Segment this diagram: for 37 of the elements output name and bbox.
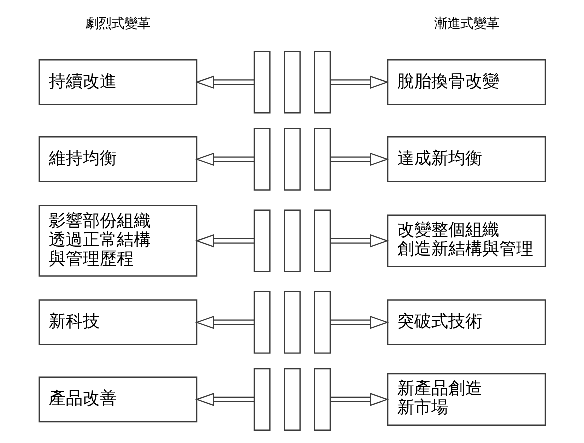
node-box: 持續改進	[38, 59, 198, 106]
node-box: 達成新均衡	[386, 136, 546, 182]
node-bar	[284, 291, 300, 354]
node-bar	[314, 368, 331, 432]
node-bar	[284, 210, 300, 272]
node-bar	[284, 128, 300, 191]
arrow	[194, 316, 254, 330]
arrow	[194, 76, 254, 90]
node-bar	[284, 51, 300, 114]
node-bar	[314, 291, 331, 354]
node-box: 突破式技術	[386, 300, 546, 346]
arrow	[194, 152, 254, 166]
node-bar	[253, 368, 270, 432]
node-box: 產品改善	[38, 376, 198, 423]
node-box: 維持均衡	[38, 136, 198, 182]
arrow	[330, 316, 389, 330]
label: 劇烈式變革	[85, 16, 150, 32]
node-box: 影響部份組織透過正常結構與管理歷程	[38, 205, 198, 277]
node-bar	[284, 368, 300, 432]
node-box: 新科技	[38, 300, 198, 346]
node-bar	[253, 210, 270, 272]
arrow	[330, 152, 389, 166]
arrow	[330, 76, 389, 90]
arrow	[330, 234, 389, 248]
node-bar	[314, 128, 331, 191]
node-box: 改變整個組織創造新結構與管理	[386, 214, 546, 268]
arrow	[194, 393, 254, 406]
node-bar	[253, 51, 270, 114]
node-bar	[253, 128, 270, 191]
arrow	[194, 234, 254, 248]
node-bar	[314, 51, 331, 114]
node-box: 脫胎換骨改變	[386, 59, 546, 106]
node-bar	[314, 210, 331, 272]
node-bar	[253, 291, 270, 354]
node-box: 新產品創造新市場	[386, 373, 546, 426]
label: 漸進式變革	[434, 16, 499, 32]
arrow	[330, 393, 389, 406]
